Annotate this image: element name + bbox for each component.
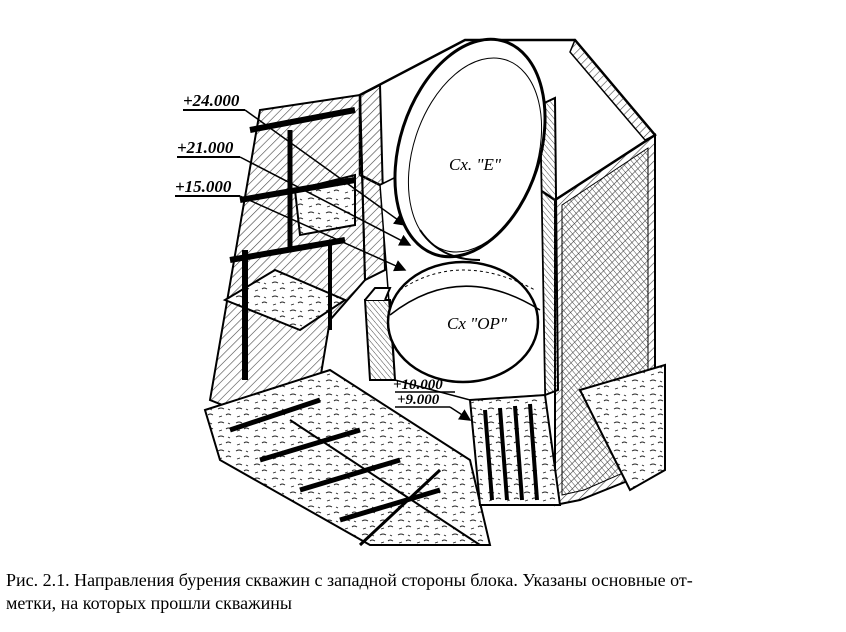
elevation-label-21: +21.000	[177, 138, 234, 157]
vessel-or-label: Сх "ОР"	[447, 314, 508, 333]
caption-line-1: Рис. 2.1. Направления бурения скважин с …	[6, 570, 693, 590]
lower-right-grating	[468, 363, 666, 506]
elevation-label-10: +10.000	[393, 377, 443, 393]
vessel-e	[393, 37, 547, 261]
elevation-marks: +24.000 +21.000 +15.000 +10.000 +9.000	[175, 91, 472, 421]
lower-floor-slabs	[203, 368, 492, 547]
elevation-label-24: +24.000	[183, 91, 240, 110]
reactor-block-cutaway-drawing: +24.000 +21.000 +15.000 +10.000 +9.000 С…	[175, 37, 666, 547]
figure-caption: Рис. 2.1. Направления бурения скважин с …	[6, 569, 836, 615]
elevation-label-9: +9.000	[397, 392, 440, 408]
vessel-or	[386, 260, 541, 384]
elevation-label-15: +15.000	[175, 177, 232, 196]
caption-line-2: метки, на которых прошли скважины	[6, 593, 292, 613]
vessel-e-label: Сх. "Е"	[449, 155, 502, 174]
